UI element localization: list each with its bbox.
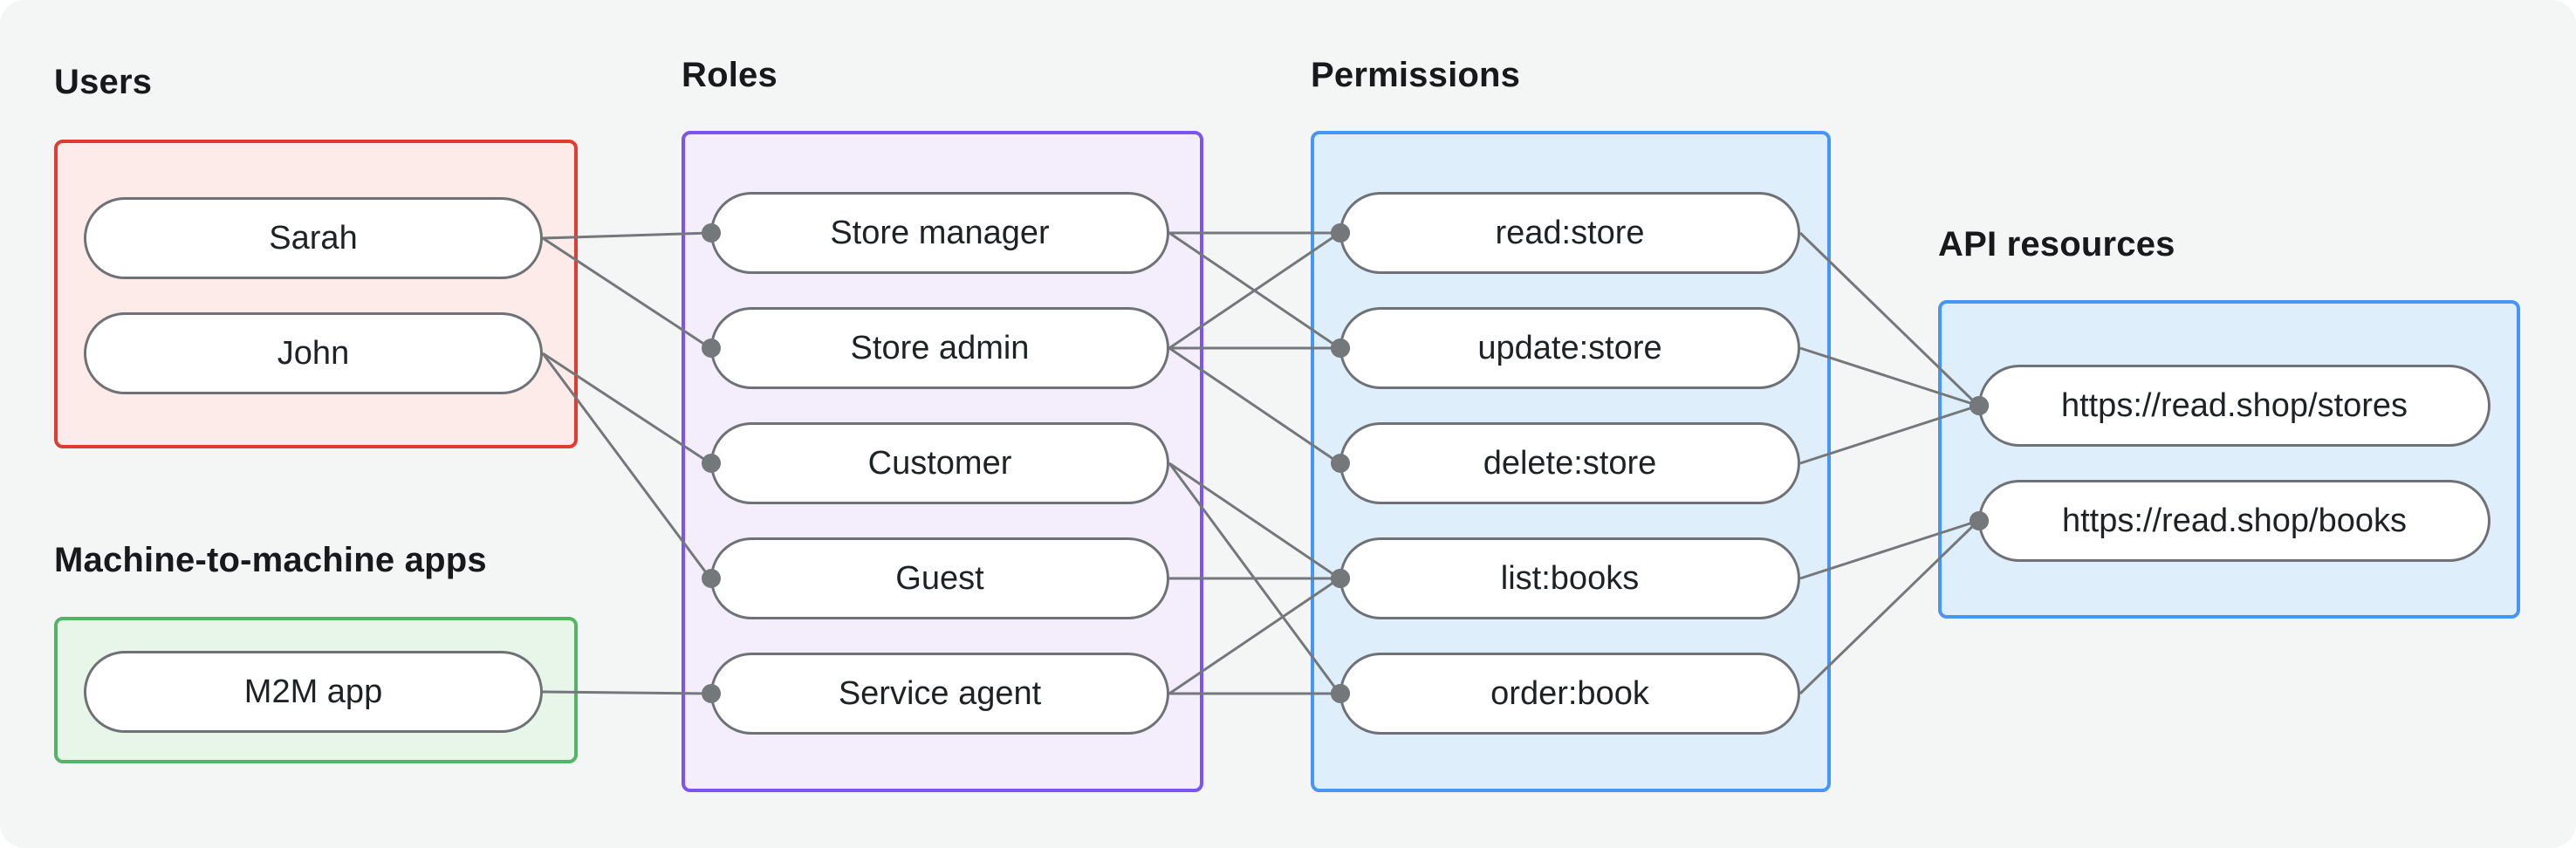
api-group-label: API resources <box>1938 225 2175 263</box>
node-guest: Guest <box>710 537 1169 619</box>
node-delete-store: delete:store <box>1339 422 1800 504</box>
node-customer: Customer <box>710 422 1169 504</box>
node-label-john: John <box>277 334 350 372</box>
node-books: https://read.shop/books <box>1978 480 2490 562</box>
node-label-store-admin: Store admin <box>850 329 1030 366</box>
node-update-store: update:store <box>1339 307 1800 389</box>
node-label-stores: https://read.shop/stores <box>2060 386 2408 424</box>
node-store-manager: Store manager <box>710 192 1169 274</box>
m2m-group-label: Machine-to-machine apps <box>54 541 487 579</box>
permissions-group-label: Permissions <box>1311 56 1521 94</box>
node-label-service-agent: Service agent <box>838 674 1042 712</box>
node-label-update-store: update:store <box>1477 329 1662 366</box>
roles-group-label: Roles <box>682 56 778 94</box>
node-stores: https://read.shop/stores <box>1978 365 2490 447</box>
users-group-label: Users <box>54 63 153 101</box>
node-label-read-store: read:store <box>1495 214 1645 251</box>
users-group-box <box>54 140 578 448</box>
node-label-customer: Customer <box>867 444 1012 482</box>
node-m2m-app: M2M app <box>84 651 543 733</box>
node-sarah: Sarah <box>84 197 543 279</box>
node-read-store: read:store <box>1339 192 1800 274</box>
node-list-books: list:books <box>1339 537 1800 619</box>
node-label-order-book: order:book <box>1490 674 1649 712</box>
node-service-agent: Service agent <box>710 653 1169 735</box>
node-label-books: https://read.shop/books <box>2061 502 2408 539</box>
node-label-m2m-app: M2M app <box>243 673 383 710</box>
node-label-delete-store: delete:store <box>1483 444 1657 482</box>
node-order-book: order:book <box>1339 653 1800 735</box>
node-label-list-books: list:books <box>1500 559 1640 597</box>
node-label-store-manager: Store manager <box>830 214 1050 251</box>
node-store-admin: Store admin <box>710 307 1169 389</box>
node-label-sarah: Sarah <box>269 219 358 256</box>
api-group-box <box>1938 300 2520 619</box>
node-john: John <box>84 312 543 394</box>
node-label-guest: Guest <box>895 559 984 597</box>
